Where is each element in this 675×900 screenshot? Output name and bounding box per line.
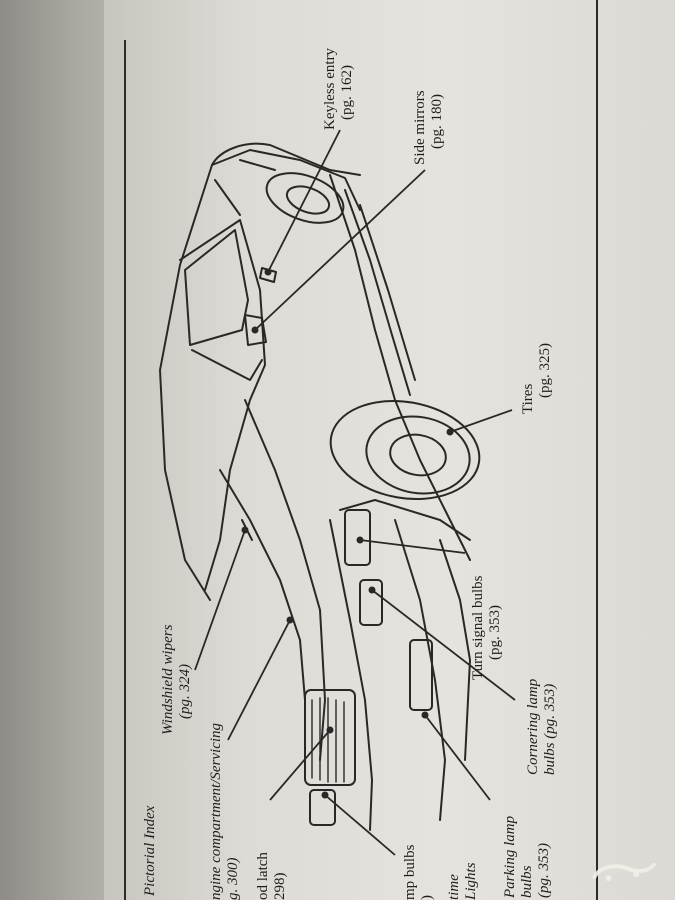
- callout-tires: Tires (pg. 325): [520, 343, 554, 420]
- car-body-lower: [344, 189, 411, 396]
- hood-latch-label: od latch: [255, 852, 271, 900]
- leader-keyless: [267, 129, 341, 273]
- keyless-entry-page: (pg. 162): [339, 65, 355, 120]
- car-bumper-top: [329, 519, 373, 831]
- dot-lamp-bulbs: [321, 791, 329, 799]
- dot-wipers: [241, 526, 249, 534]
- left-page-edge: [0, 0, 118, 900]
- callout-hood-latch: od latch 298): [255, 852, 289, 900]
- leader-parking: [424, 714, 491, 801]
- dot-engine: [286, 616, 294, 624]
- cornering-lamp-label: Cornering lamp: [525, 678, 541, 775]
- windshield-wipers-label: Windshield wipers: [160, 624, 176, 735]
- door-handle: [259, 267, 277, 283]
- leader-lamp-bulbs: [324, 794, 396, 856]
- parking-lamp-label: Parking lamp: [502, 815, 518, 898]
- leader-mirror: [254, 169, 426, 331]
- dot-turn-signal: [356, 536, 364, 544]
- parking-lamp: [409, 639, 433, 711]
- car-trunk: [214, 159, 276, 216]
- engine-compartment-page: g. 300): [225, 857, 241, 900]
- callout-turn-signal: Turn signal bulbs (pg. 353): [470, 576, 504, 680]
- lamp-bulbs-label: mp bulbs: [402, 844, 418, 900]
- rear-wheel: [265, 172, 345, 224]
- turn-signal-page: (pg. 353): [487, 605, 503, 660]
- front-wheel: [365, 415, 471, 495]
- rear-wheel-hub: [285, 185, 331, 215]
- leader-hood-latch: [269, 729, 331, 801]
- car-hood-edge: [244, 399, 326, 761]
- car-windshield: [179, 219, 266, 591]
- lamp-bulbs-page: ): [419, 895, 435, 900]
- callout-keyless-entry: Keyless entry (pg. 162): [322, 48, 356, 130]
- page-frame-left: [124, 40, 126, 900]
- cornering-lamp-line2: bulbs (pg. 353): [542, 683, 558, 775]
- dot-tires: [446, 428, 454, 436]
- keyless-entry-label: Keyless entry: [322, 47, 338, 130]
- daytime-lights-label: time: [446, 874, 462, 900]
- watermark-logo: [587, 851, 661, 890]
- callout-windshield-wipers: Windshield wipers (pg. 324): [160, 625, 194, 735]
- side-mirror: [244, 314, 267, 346]
- car-side-window: [184, 229, 249, 346]
- side-mirrors-page: (pg. 180): [429, 94, 445, 149]
- car-roof-pillar: [191, 349, 263, 381]
- parking-lamp-page: (pg. 353): [536, 843, 552, 898]
- callout-cornering-lamp: Cornering lamp bulbs (pg. 353): [525, 679, 559, 775]
- car-rocker: [359, 204, 416, 381]
- car-bumper-lower: [439, 539, 471, 761]
- windshield-wipers-page: (pg. 324): [177, 664, 193, 719]
- tires-page: (pg. 325): [537, 343, 553, 398]
- callout-engine-compartment: ngine compartment/Servicing g. 300): [208, 723, 242, 900]
- callout-parking-lamp: Parking lamp bulbs (pg. 353): [502, 816, 553, 898]
- engine-compartment-label: ngine compartment/Servicing: [208, 722, 224, 900]
- car-fender: [339, 499, 471, 541]
- front-wheel-hub: [389, 433, 447, 477]
- car-grille: [304, 689, 356, 786]
- dot-cornering: [368, 586, 376, 594]
- page-header: Pictorial Index: [142, 805, 158, 896]
- page-frame-right: [596, 0, 598, 900]
- headlamp: [309, 789, 336, 826]
- hood-latch-page: 298): [272, 872, 288, 900]
- callout-side-mirrors: Side mirrors (pg. 180): [412, 90, 446, 165]
- turn-signal-label: Turn signal bulbs: [470, 575, 486, 680]
- leader-wipers: [194, 529, 246, 671]
- grille-slats: [311, 697, 345, 783]
- leader-tires: [449, 409, 513, 433]
- parking-lamp-line2: bulbs: [519, 865, 535, 898]
- leader-engine: [227, 619, 291, 741]
- dot-parking: [421, 711, 429, 719]
- side-mirrors-label: Side mirrors: [412, 90, 428, 165]
- car-roofline: [211, 142, 361, 176]
- leader-cornering: [371, 589, 516, 701]
- dot-mirror: [251, 326, 259, 334]
- cornering-lamp: [359, 579, 383, 626]
- car-body-side: [329, 174, 471, 561]
- dot-keyless: [264, 268, 272, 276]
- car-top-outline: [159, 164, 213, 601]
- watermark-graphic: [592, 862, 656, 882]
- callout-lamp-bulbs: mp bulbs ): [402, 845, 436, 900]
- front-wheel-arch: [329, 399, 481, 501]
- turn-signal-lamp: [344, 509, 371, 566]
- car-hood: [219, 469, 306, 701]
- car-bumper: [394, 519, 446, 821]
- car-rear-deck: [211, 149, 361, 211]
- tires-label: Tires: [520, 383, 536, 414]
- dot-hood-latch: [326, 726, 334, 734]
- callout-daytime-lights: time Lights: [446, 862, 480, 900]
- leader-turn-signal: [359, 539, 466, 554]
- daytime-lights-line2: Lights: [463, 862, 479, 900]
